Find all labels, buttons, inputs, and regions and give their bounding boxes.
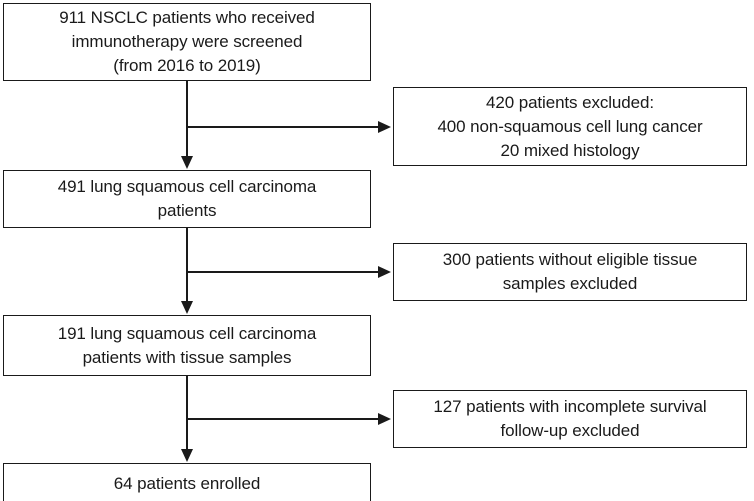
arrowhead-down-icon-stage3 bbox=[180, 449, 193, 462]
arrowhead-right-icon-stage1 bbox=[378, 120, 391, 133]
node-screened-label: 911 NSCLC patients who received immunoth… bbox=[59, 8, 315, 75]
arrowhead-down-icon-stage1 bbox=[180, 156, 193, 169]
node-excluded-no-tissue-label: 300 patients without eligible tissue sam… bbox=[442, 250, 698, 293]
arrowhead-right-icon-stage2 bbox=[378, 265, 391, 278]
connector-tissue-to-enrolled bbox=[186, 376, 188, 450]
node-squamous-label: 491 lung squamous cell carcinoma patient… bbox=[57, 177, 317, 220]
connector-squamous-to-excluded-tissue bbox=[186, 271, 378, 273]
node-tissue-label: 191 lung squamous cell carcinoma patient… bbox=[57, 323, 317, 367]
node-screened-patients: 911 NSCLC patients who received immunoth… bbox=[3, 3, 371, 81]
connector-screened-to-squamous bbox=[186, 81, 188, 157]
node-enrolled-label: 64 patients enrolled bbox=[113, 474, 261, 493]
node-patients-enrolled: 64 patients enrolled bbox=[3, 463, 371, 501]
node-squamous-carcinoma: 491 lung squamous cell carcinoma patient… bbox=[3, 170, 371, 228]
connector-squamous-to-tissue bbox=[186, 228, 188, 302]
node-excluded-incomplete-followup: 127 patients with incomplete survival fo… bbox=[393, 390, 747, 448]
connector-screened-to-excluded-histology bbox=[186, 126, 378, 128]
node-with-tissue-samples: 191 lung squamous cell carcinoma patient… bbox=[3, 315, 371, 376]
arrowhead-right-icon-stage3 bbox=[378, 412, 391, 425]
arrowhead-down-icon-stage2 bbox=[180, 301, 193, 314]
node-excluded-no-tissue: 300 patients without eligible tissue sam… bbox=[393, 243, 747, 301]
node-excluded-incomplete-followup-label: 127 patients with incomplete survival fo… bbox=[433, 397, 707, 440]
connector-tissue-to-excluded-followup bbox=[186, 418, 378, 420]
node-excluded-histology: 420 patients excluded: 400 non-squamous … bbox=[393, 87, 747, 166]
node-excluded-histology-label: 420 patients excluded: 400 non-squamous … bbox=[437, 92, 703, 160]
